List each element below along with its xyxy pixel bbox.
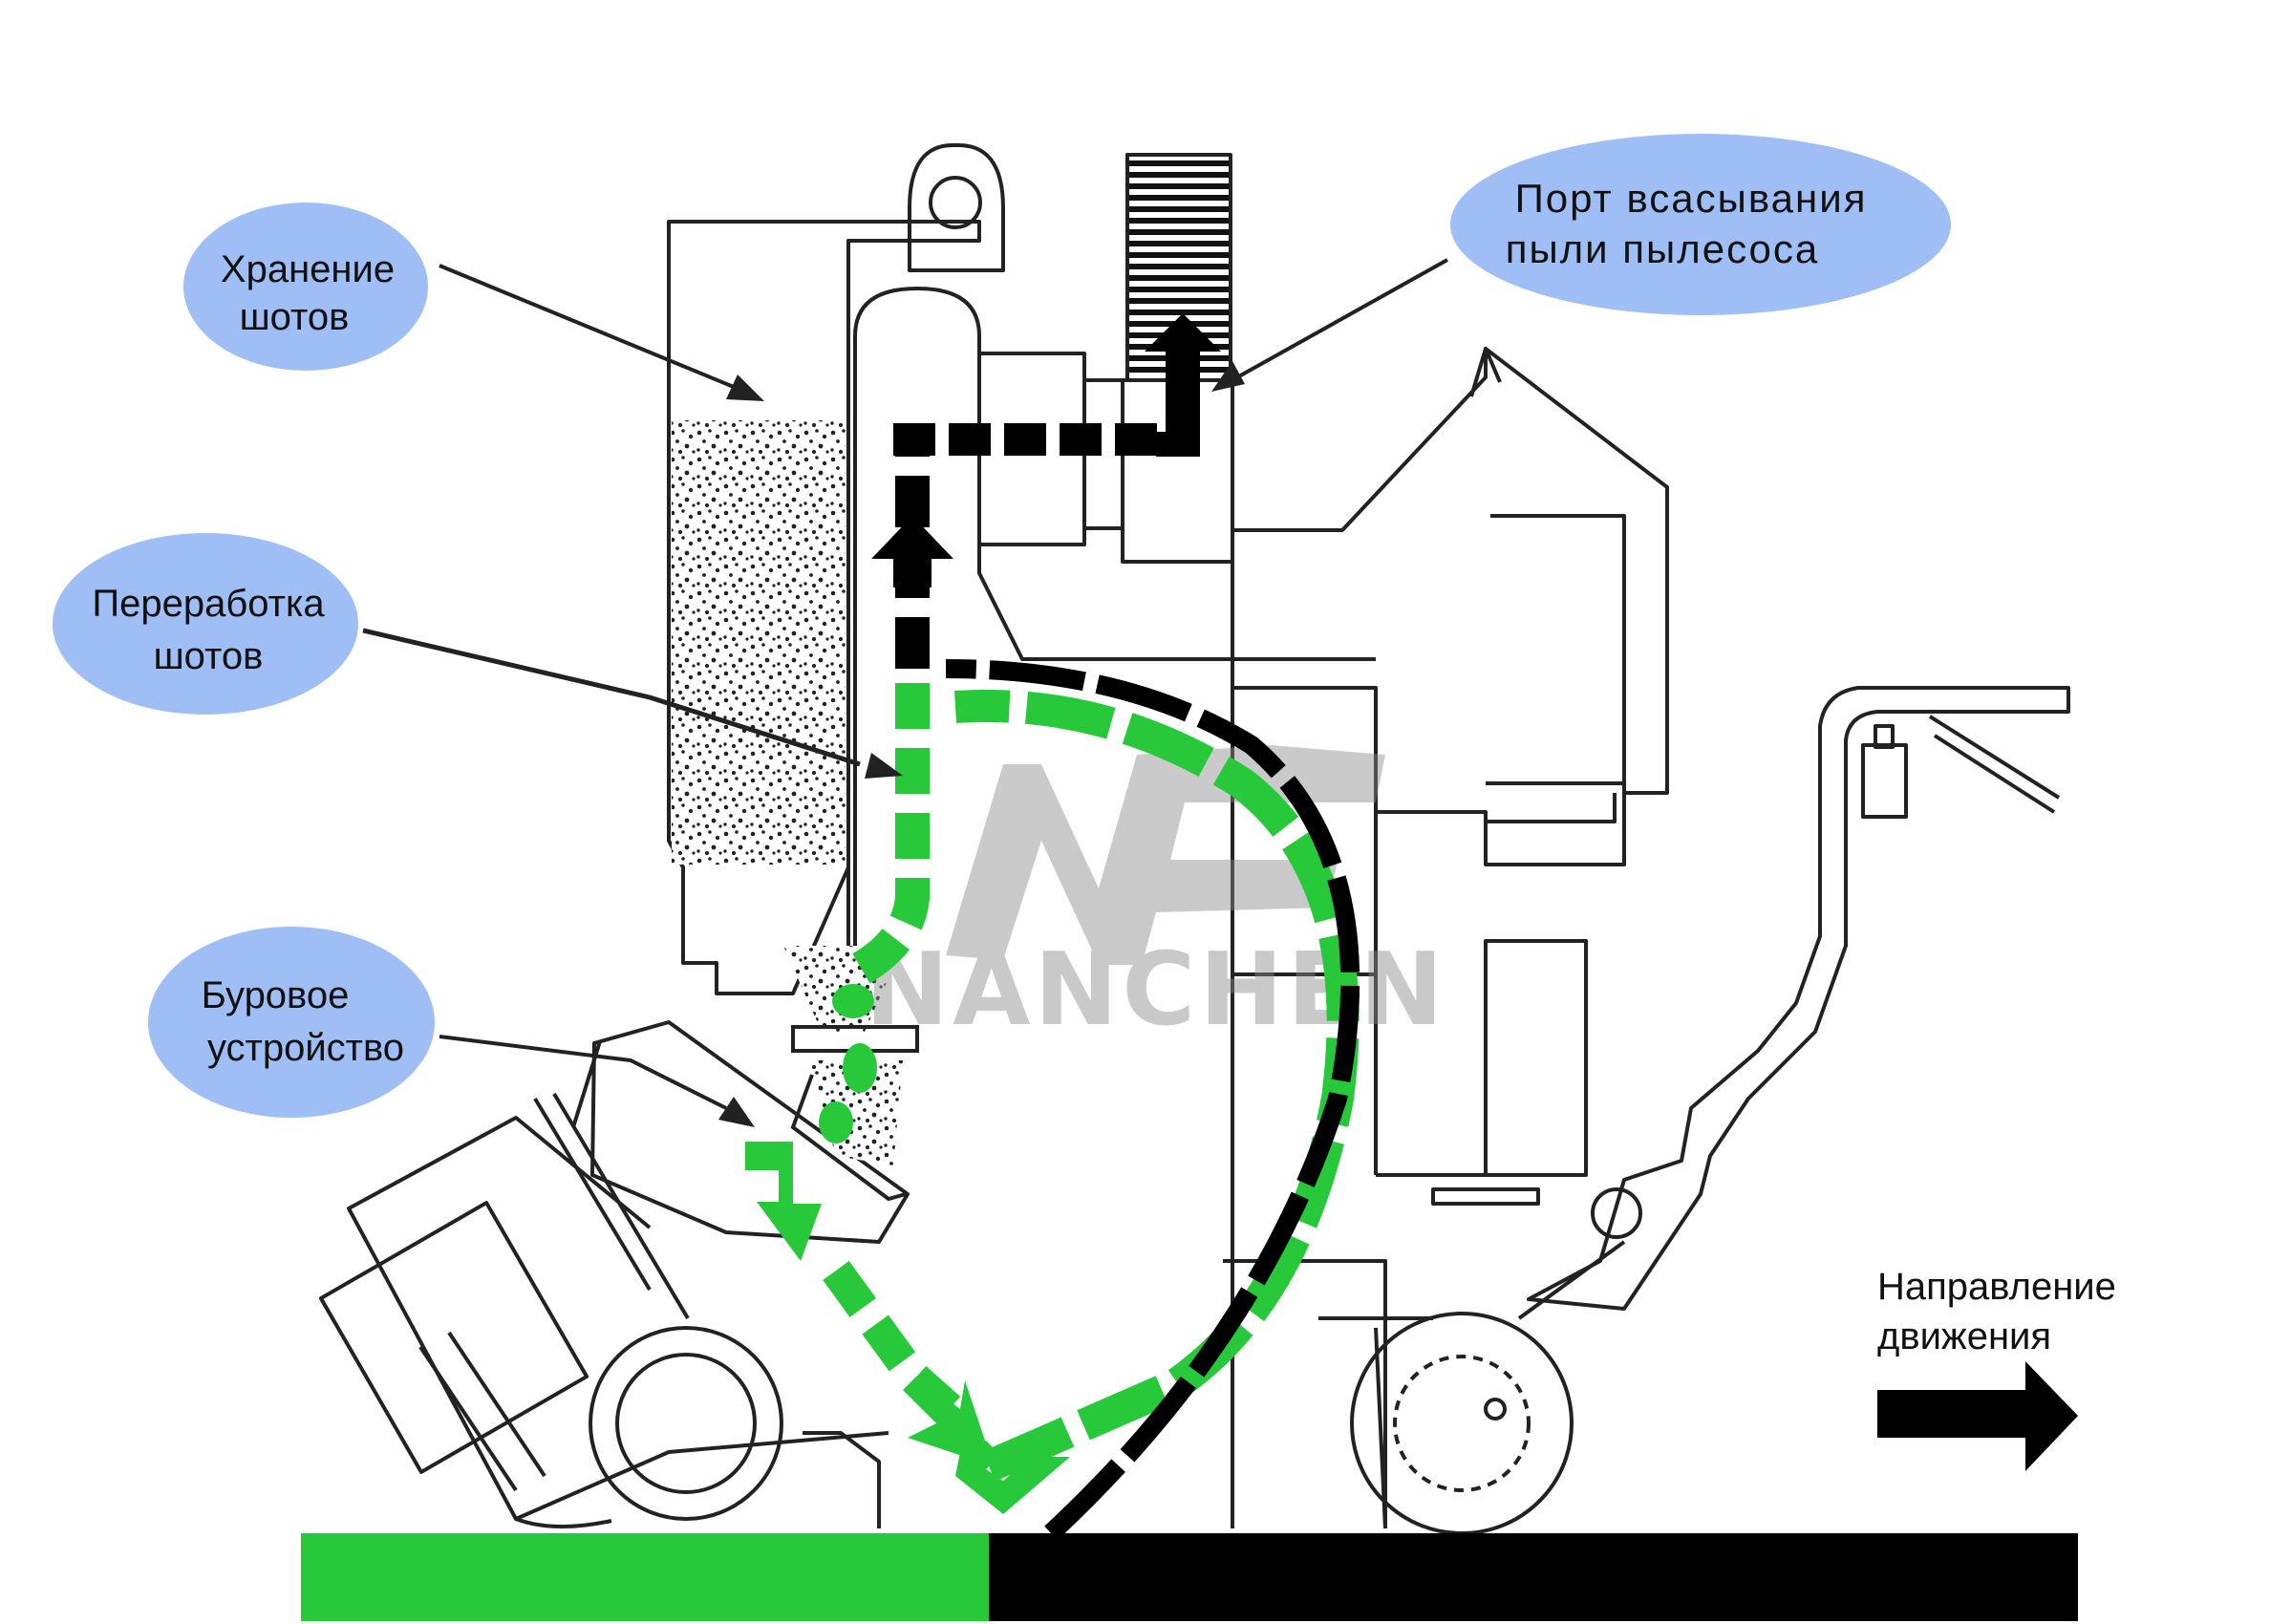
callout-dust-port-line1: Порт всасывания <box>1515 176 1868 221</box>
push-handle <box>1527 686 2070 1311</box>
callout-recycling-arrowhead-icon <box>865 753 903 779</box>
shot-return-loop <box>953 690 1360 1482</box>
callout-blast-unit-line1: Буровое <box>202 974 350 1016</box>
callout-bubble <box>148 927 435 1118</box>
floor-unblasted-surface <box>989 1533 2078 1621</box>
callout-blast-unit-line2: устройство <box>207 1027 404 1069</box>
callout-blast-unit: Буровое устройство <box>148 927 435 1118</box>
callout-bubble <box>53 533 358 715</box>
floor-blasted-surface <box>301 1533 989 1621</box>
callout-recycling-line1: Переработка <box>92 583 325 625</box>
blast-wheel-housing <box>590 1020 910 1244</box>
watermark-text: NANCHEN <box>865 931 1447 1048</box>
dust-flow-path <box>871 313 1360 1541</box>
direction-label-line1: Направление <box>1877 1266 2116 1308</box>
callout-recycling-line2: шотов <box>154 635 264 677</box>
lifting-eye <box>908 142 1005 272</box>
shot-flow-path <box>745 683 1360 1514</box>
direction-of-travel: Направление движения <box>1877 1266 2116 1471</box>
right-arrow-icon <box>1877 1361 2078 1471</box>
callout-bubble <box>183 203 428 371</box>
dust-outlet-arrow-icon <box>1145 313 1221 457</box>
dust-return-line <box>945 659 1360 1541</box>
callout-dust-port-leader <box>1236 258 1448 379</box>
callout-recycling: Переработка шотов <box>53 533 358 715</box>
callout-recycling-leader <box>362 628 861 767</box>
elevator-column <box>853 287 981 955</box>
shot-floor-arrow-icon <box>903 1376 994 1466</box>
callout-blast-unit-arrowhead-icon <box>718 1097 755 1127</box>
stored-shot <box>672 420 846 865</box>
callout-dust-port-arrowhead-icon <box>1211 361 1245 392</box>
callout-storage-line2: шотов <box>240 296 350 338</box>
callout-blast-unit-leader <box>439 1035 727 1110</box>
direction-label-line2: движения <box>1877 1315 2051 1357</box>
left-wheel <box>589 1326 783 1521</box>
motor-housing <box>1231 347 1669 866</box>
shot-elevator-flow <box>842 683 930 991</box>
callout-storage-line1: Хранение <box>221 248 395 290</box>
callout-dust-port: Порт всасывания пыли пылесоса <box>1450 134 1951 315</box>
callout-dust-port-line2: пыли пылесоса <box>1506 226 1820 271</box>
callout-storage-arrowhead-icon <box>726 374 764 401</box>
dust-elevator-arrow-icon <box>871 516 953 588</box>
shot-blast-arrow-icon <box>745 1142 822 1261</box>
watermark: NANCHEN <box>865 745 1447 1048</box>
shot-feed-valve <box>791 1025 919 1053</box>
machine-outline <box>318 142 2070 1535</box>
callout-storage: Хранение шотов <box>183 203 428 371</box>
callout-bubble <box>1450 134 1951 315</box>
callout-storage-leader <box>439 264 746 394</box>
